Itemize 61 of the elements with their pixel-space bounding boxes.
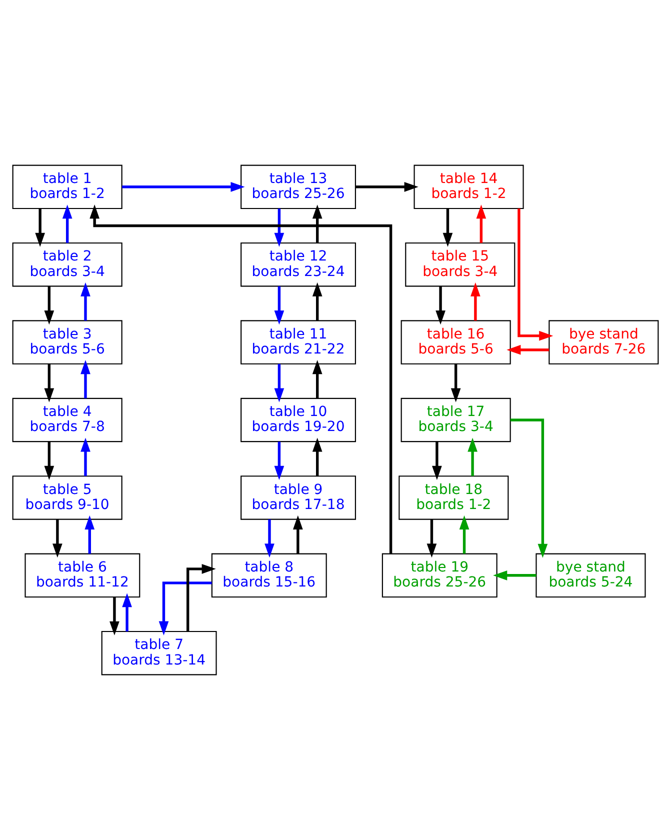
node-box: table 6 boards 11-12 — [24, 553, 140, 598]
node-box: table 11 boards 21-22 — [240, 320, 356, 364]
arrow — [274, 286, 284, 325]
arrow — [312, 282, 322, 321]
node-box: table 19 boards 25-26 — [382, 553, 498, 598]
node-box: table 13 boards 25-26 — [240, 164, 356, 210]
arrow — [44, 286, 54, 325]
node-box: table 3 boards 5-6 — [12, 320, 122, 364]
arrow — [52, 519, 62, 558]
node-box: table 16 boards 5-6 — [400, 320, 511, 364]
arrow — [432, 442, 442, 480]
arrow — [122, 182, 245, 192]
node-box: table 9 boards 17-18 — [240, 476, 356, 520]
node-box: table 2 boards 3-4 — [12, 242, 122, 287]
node-box: bye stand boards 7-26 — [548, 320, 659, 364]
node-box: table 7 boards 13-14 — [101, 630, 217, 676]
arrow — [80, 438, 90, 476]
arrow — [35, 208, 45, 247]
arrow — [436, 286, 446, 325]
arrow — [62, 204, 72, 243]
arrow — [493, 570, 536, 580]
arrow — [470, 282, 480, 321]
arrow — [274, 442, 284, 480]
node-box: table 17 boards 3-4 — [400, 398, 511, 442]
arrow — [450, 364, 461, 402]
arrow — [186, 564, 216, 632]
arrow — [468, 438, 478, 476]
arrow — [44, 364, 54, 402]
node-box: table 15 boards 3-4 — [405, 242, 516, 287]
arrow — [90, 204, 392, 554]
node-box: table 18 boards 1-2 — [398, 476, 509, 520]
arrow — [356, 182, 418, 192]
arrow — [84, 515, 95, 554]
arrow — [518, 208, 554, 341]
arrow — [80, 282, 90, 321]
arrow — [80, 360, 90, 398]
arrow — [312, 204, 322, 243]
arrow — [442, 208, 453, 247]
node-box: table 5 boards 9-10 — [12, 476, 122, 520]
node-box: table 14 boards 1-2 — [414, 164, 524, 210]
node-box: bye stand boards 5-24 — [536, 553, 646, 598]
arrow — [44, 442, 54, 480]
arrow — [274, 208, 284, 247]
node-box: table 1 boards 1-2 — [12, 164, 122, 210]
arrow — [274, 364, 284, 402]
arrow — [158, 582, 212, 636]
arrow — [476, 204, 486, 243]
arrow — [110, 597, 120, 636]
arrow — [506, 344, 550, 355]
arrow — [312, 438, 322, 476]
arrow — [264, 519, 274, 558]
node-box: table 8 boards 15-16 — [211, 553, 327, 598]
arrow — [459, 515, 470, 554]
arrow — [312, 360, 322, 398]
node-box: table 4 boards 7-8 — [12, 398, 122, 442]
node-box: table 10 boards 19-20 — [240, 398, 356, 442]
arrow — [510, 418, 548, 558]
arrow — [292, 515, 303, 554]
arrow — [426, 519, 437, 558]
arrow — [122, 593, 132, 632]
node-box: table 12 boards 23-24 — [240, 242, 356, 287]
